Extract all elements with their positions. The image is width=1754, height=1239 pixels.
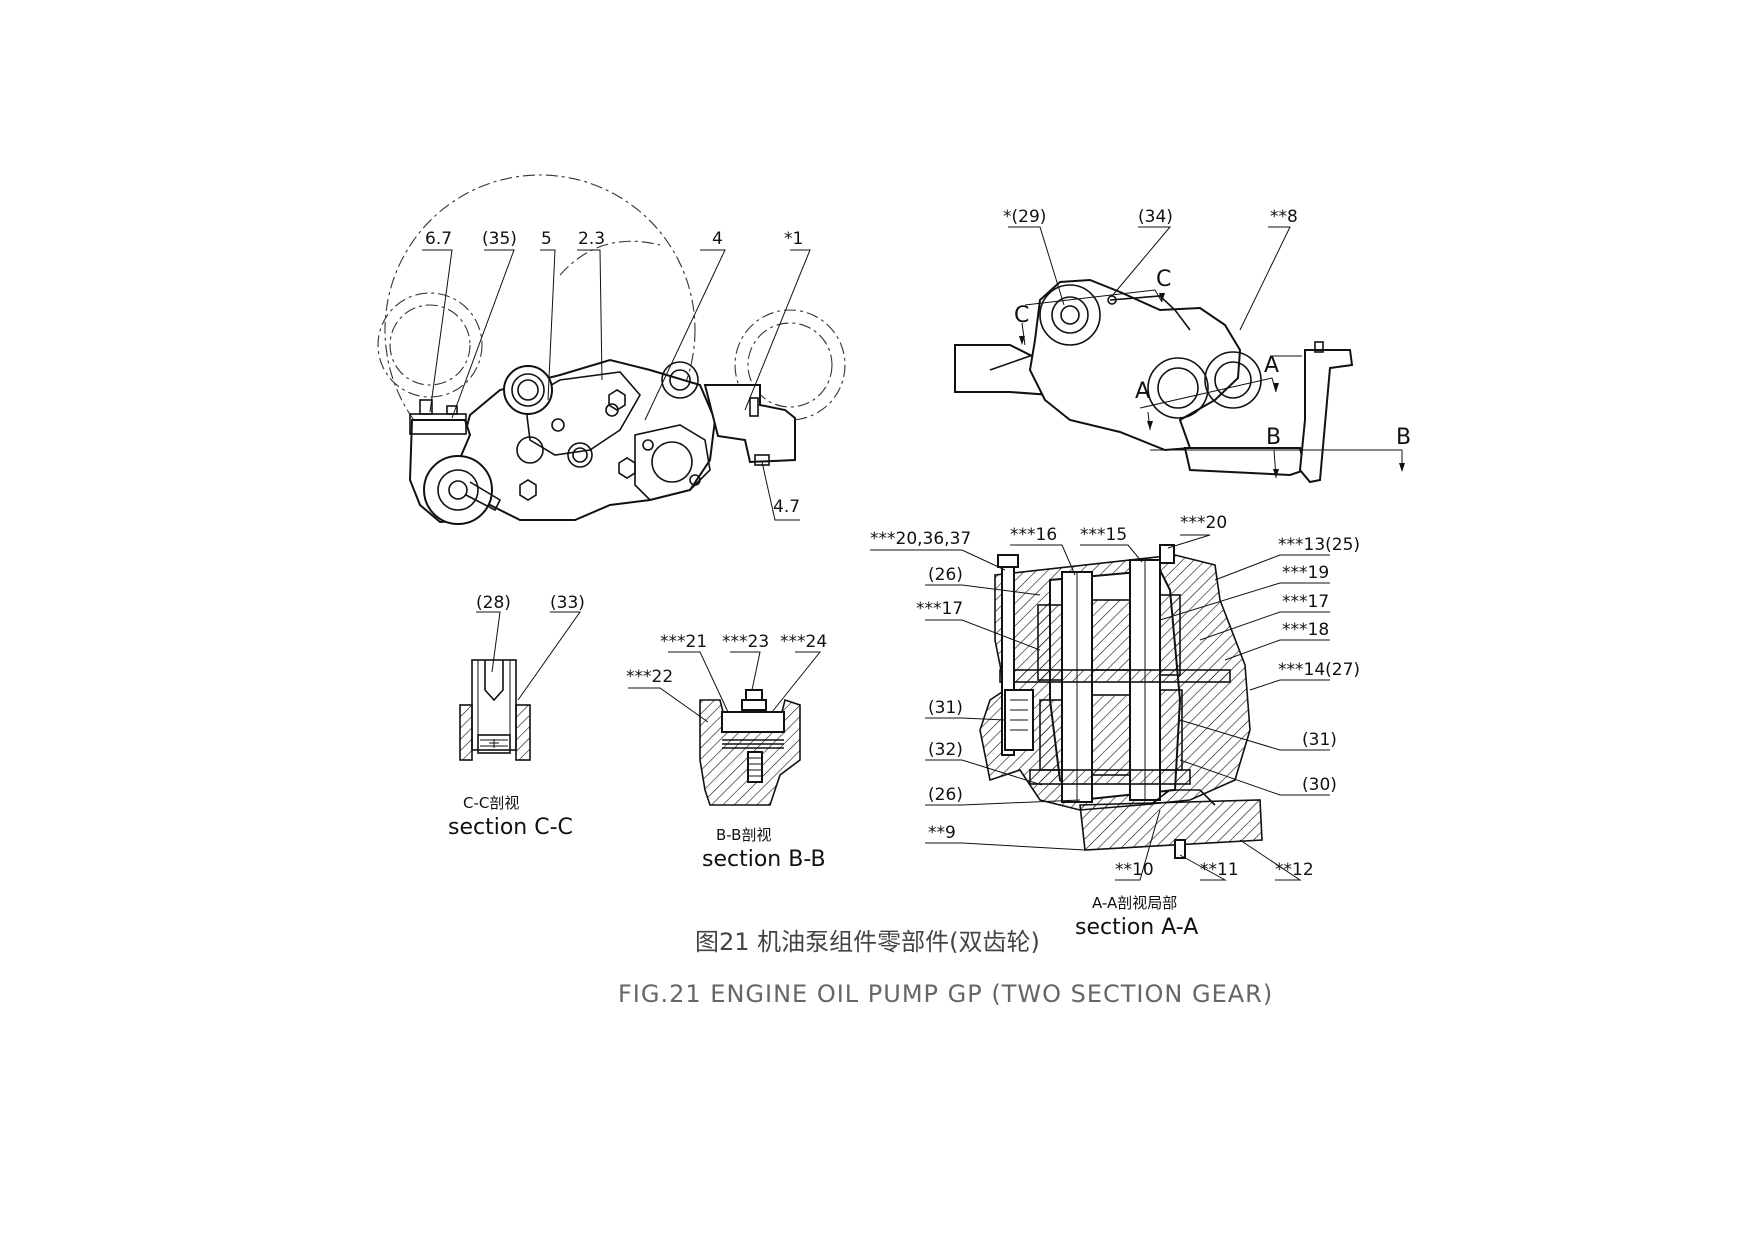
section-mark-a-left: A	[1135, 379, 1150, 404]
side-view	[954, 226, 1405, 484]
callout-17-right: ***17	[1282, 592, 1329, 612]
callout-17-left: ***17	[916, 599, 963, 619]
callout-1: *1	[784, 229, 803, 249]
callout-2-3: 2.3	[578, 229, 605, 249]
callout-22: ***22	[626, 667, 673, 687]
front-view-callouts: 6.7 (35) 5 2.3 4 *1 4.7	[425, 229, 803, 517]
front-view	[377, 174, 846, 525]
callout-9: **9	[928, 823, 956, 843]
callout-13-25: ***13(25)	[1278, 535, 1360, 555]
section-aa-labels: ***20,36,37 (26) ***17 (31) (32) (26) **…	[870, 513, 1360, 940]
section-mark-c-right: C	[1156, 267, 1171, 292]
section-bb-label-cn: B-B剖视	[716, 826, 771, 844]
callout-18: ***18	[1282, 620, 1329, 640]
callout-23: ***23	[722, 632, 769, 652]
section-aa-label-cn: A-A剖视局部	[1092, 894, 1177, 912]
callout-4: 4	[712, 229, 723, 249]
figure-caption: 图21 机油泵组件零部件(双齿轮) FIG.21 ENGINE OIL PUMP…	[618, 928, 1273, 1008]
section-mark-b-left: B	[1266, 425, 1281, 450]
callout-5: 5	[541, 229, 552, 249]
callout-6-7: 6.7	[425, 229, 452, 249]
section-mark-c-left: C	[1014, 303, 1029, 328]
callout-4-7: 4.7	[773, 497, 800, 517]
callout-11: **11	[1200, 860, 1239, 880]
callout-32: (32)	[928, 740, 963, 760]
callout-16: ***16	[1010, 525, 1057, 545]
section-mark-a-right: A	[1264, 353, 1279, 378]
section-cc-label-en: section C-C	[448, 815, 573, 840]
section-cc	[459, 611, 581, 761]
callout-30: (30)	[1302, 775, 1337, 795]
callout-12: **12	[1275, 860, 1314, 880]
callout-21: ***21	[660, 632, 707, 652]
callout-8: **8	[1270, 207, 1298, 227]
callout-26-lower: (26)	[928, 785, 963, 805]
callout-20-top: ***20	[1180, 513, 1227, 533]
section-bb-label-en: section B-B	[702, 847, 826, 872]
callout-15: ***15	[1080, 525, 1127, 545]
callout-33: (33)	[550, 593, 585, 613]
section-bb	[628, 651, 822, 806]
callout-26-upper: (26)	[928, 565, 963, 585]
callout-31-right: (31)	[1302, 730, 1337, 750]
callout-31-left: (31)	[928, 698, 963, 718]
section-mark-b-right: B	[1396, 425, 1411, 450]
section-cc-label-cn: C-C剖视	[463, 794, 519, 812]
callout-14-27: ***14(27)	[1278, 660, 1360, 680]
callout-10: **10	[1115, 860, 1154, 880]
section-cc-labels: (28) (33) C-C剖视 section C-C	[448, 593, 585, 840]
callout-28: (28)	[476, 593, 511, 613]
callout-20-36-37: ***20,36,37	[870, 529, 971, 549]
section-aa	[870, 534, 1330, 881]
section-aa-label-en: section A-A	[1075, 915, 1198, 940]
callout-34: (34)	[1138, 207, 1173, 227]
callout-19: ***19	[1282, 563, 1329, 583]
caption-chinese: 图21 机油泵组件零部件(双齿轮)	[695, 928, 1040, 956]
section-bb-labels: ***21 ***23 ***24 ***22 B-B剖视 section B-…	[626, 632, 827, 872]
callout-24: ***24	[780, 632, 827, 652]
callout-35: (35)	[482, 229, 517, 249]
caption-english: FIG.21 ENGINE OIL PUMP GP (TWO SECTION G…	[618, 980, 1273, 1008]
side-view-callouts: *(29) (34) **8 C C A A B B	[1003, 207, 1411, 450]
callout-29: *(29)	[1003, 207, 1046, 227]
